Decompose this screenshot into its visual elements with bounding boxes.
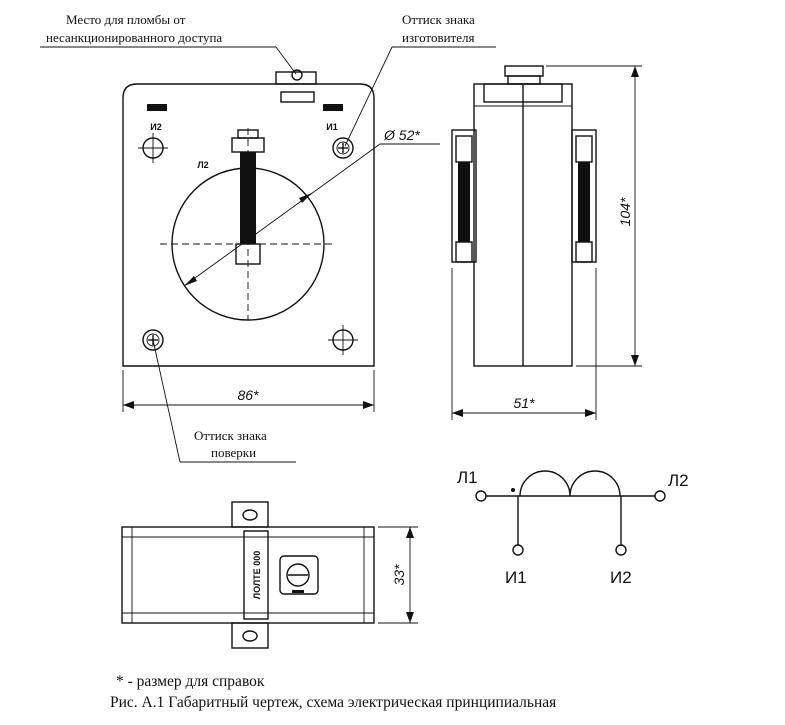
- height-value: 104*: [617, 197, 633, 226]
- verification-mark-text-2: поверки: [211, 445, 256, 460]
- schematic-i2: И2: [610, 568, 632, 587]
- seal-boss: [275, 69, 317, 103]
- thickness-value: 33*: [391, 564, 407, 586]
- verification-mark-text-1: Оттиск знака: [194, 428, 267, 443]
- nameplate: [243, 530, 269, 620]
- maker-mark-text-2: изготовителя: [402, 30, 474, 45]
- depth-value: 51*: [513, 395, 535, 411]
- bottom-tab: [231, 622, 269, 649]
- nameplate-text: ЛОЛТЕ 000: [252, 551, 262, 599]
- terminal-i1-marking: И1: [326, 122, 337, 132]
- schematic-l1: Л1: [457, 468, 478, 487]
- side-terminal-right: [571, 129, 597, 263]
- top-view: ЛОЛТЕ 000 33*: [121, 501, 418, 649]
- width-dimension: 86*: [122, 370, 375, 412]
- height-dimension: 104*: [546, 65, 642, 367]
- seal-place-text-2: несанкционированного доступа: [46, 30, 222, 45]
- front-body-outline: [122, 83, 375, 367]
- front-view: И2 И1 Л2: [122, 69, 440, 412]
- maker-mark-callout: Оттиск знака изготовителя: [344, 12, 496, 147]
- side-view: 104* 51*: [451, 65, 642, 420]
- diameter-value: Ø 52*: [383, 127, 420, 143]
- terminal-bolt: [231, 129, 265, 265]
- mounting-hole-bottom-right: [328, 325, 358, 355]
- maker-mark-text-1: Оттиск знака: [402, 12, 475, 27]
- side-terminal-left: [451, 129, 477, 263]
- terminal-i2-plate: [147, 104, 167, 111]
- secondary-winding: [519, 470, 621, 497]
- top-body-outline: [121, 526, 375, 624]
- diameter-dimension: Ø 52*: [183, 127, 440, 287]
- terminal-i2-marking: И2: [150, 122, 161, 132]
- top-tab: [231, 501, 269, 528]
- terminal-l2-marking: Л2: [197, 160, 208, 170]
- thickness-dimension: 33*: [378, 526, 418, 624]
- verification-mark-callout: Оттиск знака поверки: [152, 339, 296, 463]
- footnote: * - размер для справок: [116, 673, 265, 690]
- depth-dimension: 51*: [451, 268, 597, 420]
- seal-place-text-1: Место для пломбы от: [66, 12, 186, 27]
- mounting-hole-top-left: [138, 133, 168, 163]
- schematic-l2: Л2: [668, 471, 689, 490]
- top-seal-screw: [279, 555, 319, 595]
- figure-caption: Рис. А.1 Габаритный чертеж, схема электр…: [110, 694, 556, 711]
- screw-top-right: [332, 137, 354, 159]
- electrical-schematic: Л1 Л2 И1 И2: [457, 468, 689, 587]
- schematic-i1: И1: [505, 568, 527, 587]
- seal-place-callout: Место для пломбы от несанкционированного…: [40, 12, 297, 75]
- terminal-i1-plate: [323, 104, 343, 111]
- width-value: 86*: [237, 387, 259, 403]
